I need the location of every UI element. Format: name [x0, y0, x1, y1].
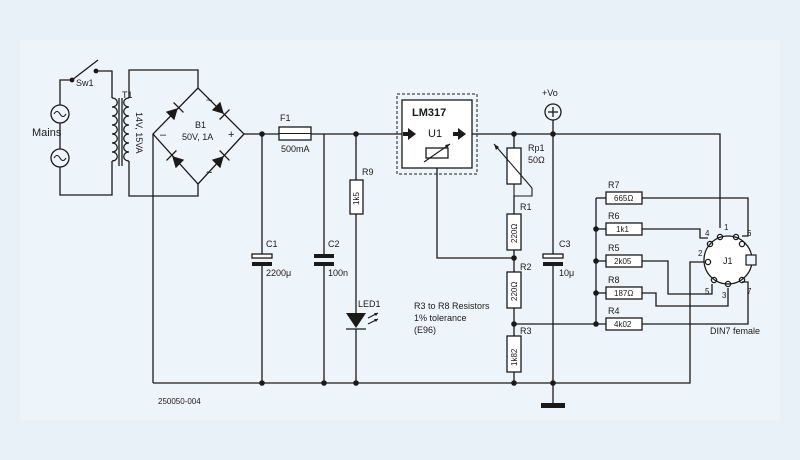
- f1-value: 500mA: [281, 144, 310, 154]
- fuse-f1: F1 500mA: [278, 113, 402, 154]
- t1-ref: T1: [122, 90, 133, 100]
- c2-value: 100n: [328, 268, 348, 278]
- potentiometer-rp1: Rp1 50Ω: [493, 134, 545, 214]
- vo-label: +Vo: [542, 88, 558, 98]
- r6-value: 1k1: [616, 225, 629, 234]
- tolerance-note: R3 to R8 Resistors 1% tolerance (E96): [414, 301, 490, 335]
- b1-ref: B1: [195, 120, 206, 130]
- j1-ref: J1: [723, 256, 733, 266]
- b1-plus: +: [228, 129, 234, 141]
- sw1-label: Sw1: [76, 78, 94, 88]
- resistor-r2: 220Ω R2: [506, 262, 532, 336]
- r9-value: 1k5: [352, 192, 361, 205]
- j1-pin-3: 3: [722, 291, 727, 300]
- b1-ac-bottom: ~: [206, 167, 212, 179]
- note-line-3: (E96): [414, 325, 436, 335]
- b1-minus: –: [160, 129, 167, 141]
- resistor-r9: 1k5 R9: [349, 134, 374, 313]
- t1-rating: 14V, 15VA: [134, 112, 144, 154]
- j1-pin-6: 6: [747, 229, 752, 238]
- mains-source: Mains: [32, 79, 113, 196]
- r6-ref: R6: [608, 211, 620, 221]
- output-vo: +Vo: [514, 88, 721, 228]
- r1-ref: R1: [520, 202, 532, 212]
- note-line-1: R3 to R8 Resistors: [414, 301, 490, 311]
- r9-ref: R9: [362, 167, 374, 177]
- mains-label: Mains: [32, 127, 62, 139]
- figure-code: 250050-004: [158, 397, 201, 406]
- capacitor-c3: C3 10μ: [541, 134, 574, 408]
- j1-label: DIN7 female: [710, 326, 760, 336]
- c3-value: 10μ: [559, 268, 574, 278]
- r5-value: 2k05: [614, 257, 632, 266]
- led1-label: LED1: [358, 299, 381, 309]
- r3-ref: R3: [520, 326, 532, 336]
- r3-value: 1k82: [510, 348, 519, 366]
- rp1-ref: Rp1: [528, 143, 545, 153]
- c1-ref: C1: [266, 239, 278, 249]
- ground-rail: [153, 261, 704, 384]
- r4-ref: R4: [608, 306, 620, 316]
- j1-pin-7: 7: [747, 287, 752, 296]
- schematic-panel: [20, 40, 780, 420]
- junction-dots: [259, 131, 599, 386]
- b1-rating: 50V, 1A: [182, 132, 213, 142]
- c3-ref: C3: [559, 239, 571, 249]
- r4-value: 4k02: [614, 320, 632, 329]
- b1-ac-top: ~: [206, 95, 212, 107]
- u1-part: LM317: [412, 107, 446, 119]
- j1-pin-2: 2: [698, 249, 703, 258]
- r8-ref: R8: [608, 275, 620, 285]
- switch-sw1: Sw1: [69, 59, 113, 98]
- r2-value: 220Ω: [510, 282, 519, 301]
- j1-pin-5: 5: [705, 287, 710, 296]
- regulator-u1: LM317 U1: [396, 93, 514, 259]
- note-line-2: 1% tolerance: [414, 313, 467, 323]
- u1-ref: U1: [428, 128, 442, 140]
- rp1-value: 50Ω: [528, 155, 545, 165]
- resistor-r3: 1k82 R3: [506, 326, 532, 383]
- capacitor-c1: C1 2200μ: [251, 134, 291, 383]
- ground-symbol: [541, 403, 565, 408]
- f1-ref: F1: [280, 113, 291, 123]
- r7-value: 665Ω: [614, 194, 633, 203]
- din7-connector-j1: J1 1 2 3 4 5 6 7 DIN7 female: [698, 223, 760, 336]
- led-led1: LED1: [346, 299, 381, 383]
- capacitor-c2: C2 100n: [314, 134, 348, 383]
- r7-ref: R7: [608, 180, 620, 190]
- j1-pin-1: 1: [724, 223, 729, 232]
- r8-value: 187Ω: [614, 289, 633, 298]
- c1-value: 2200μ: [266, 268, 291, 278]
- r2-ref: R2: [520, 262, 532, 272]
- r5-ref: R5: [608, 243, 620, 253]
- transformer-t1: T1 14V, 15VA: [111, 69, 199, 197]
- j1-pin-4: 4: [705, 229, 710, 238]
- c2-ref: C2: [328, 239, 340, 249]
- resistor-r1: 220Ω R1: [506, 202, 532, 272]
- r1-value: 220Ω: [510, 224, 519, 243]
